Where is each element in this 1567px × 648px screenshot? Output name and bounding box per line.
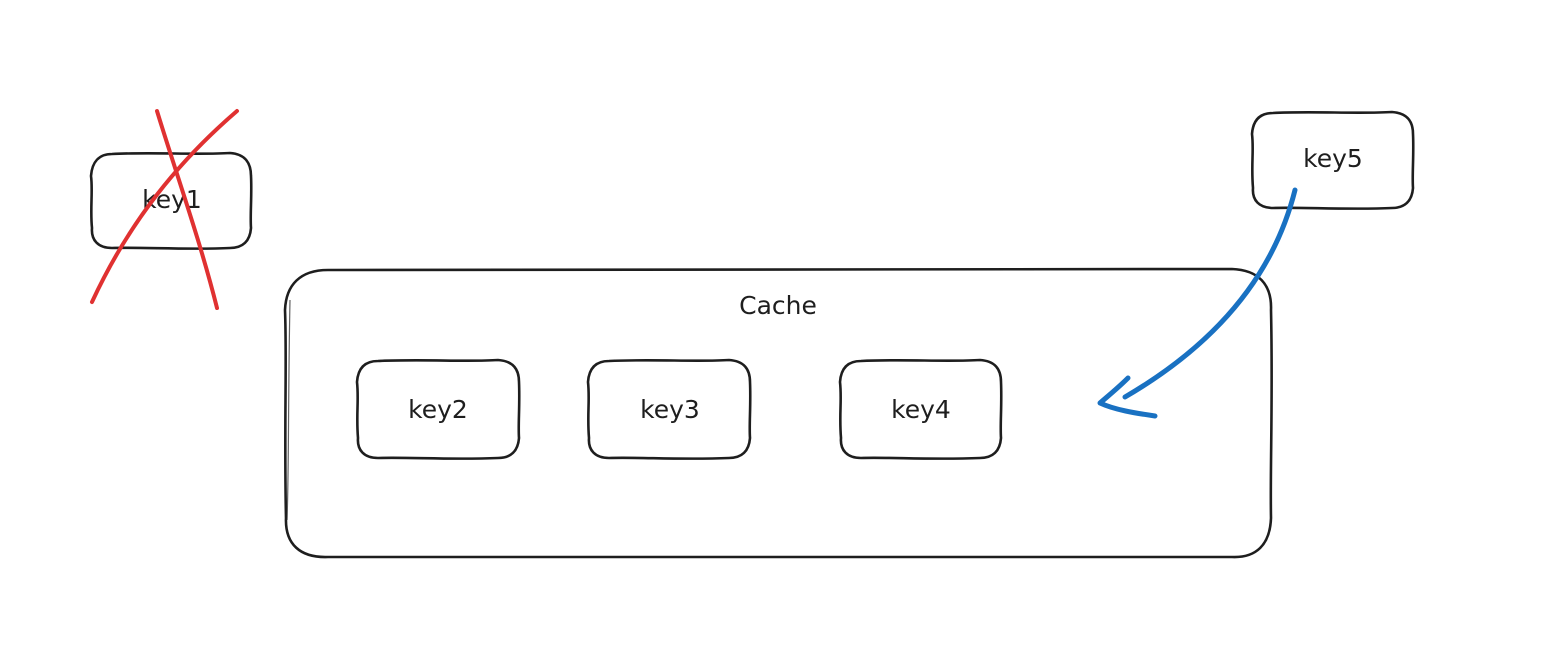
node-key3: key3 [586,358,752,461]
node-key2-box [355,358,521,461]
node-key3-label: key3 [640,395,700,424]
node-key4-box [838,358,1003,461]
node-key2-label: key2 [408,395,468,424]
node-key5-label: key5 [1303,144,1363,173]
cache-label: Cache [739,291,817,320]
node-key2: key2 [355,358,521,461]
insert-arrow [1097,187,1298,419]
cross-stroke-1 [90,109,239,304]
insert-arrow-head [1097,375,1158,419]
evicted-cross-mark [90,109,239,310]
insert-arrow-shaft [1122,187,1298,400]
cache-container-box [283,267,1274,560]
node-key1: key1 [89,151,253,251]
node-key5-box [1250,110,1415,211]
node-key4: key4 [838,358,1003,461]
node-key3-box [586,358,752,461]
node-key1-box [89,151,253,251]
cross-stroke-2 [155,109,219,310]
cache-container: Cache [283,267,1274,560]
node-key4-label: key4 [891,395,951,424]
node-key5: key5 [1250,110,1415,211]
